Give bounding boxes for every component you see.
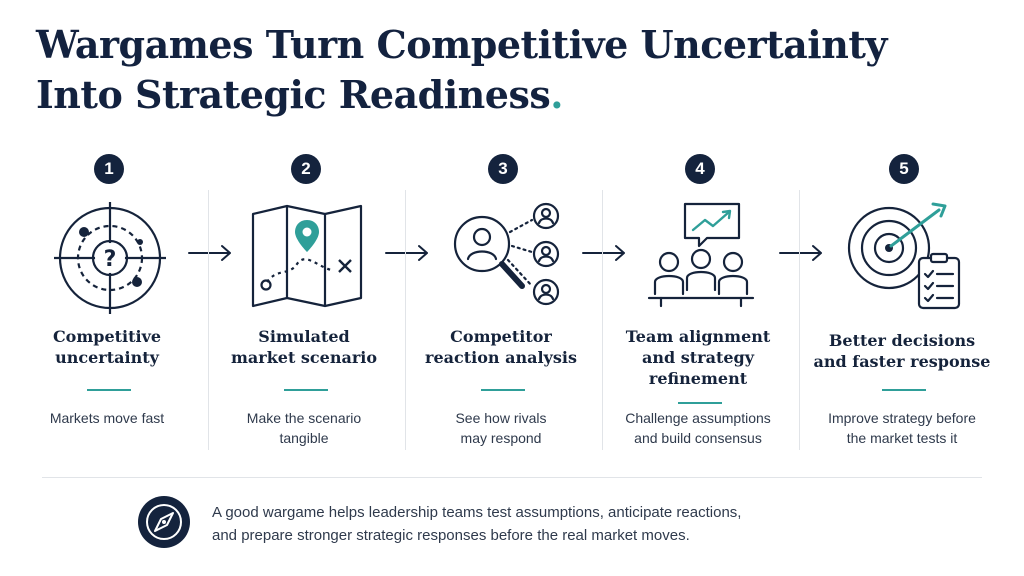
step-description: Challenge assumptions and build consensu…	[601, 408, 795, 448]
step-heading-line: Simulated	[258, 327, 350, 346]
step-number-badge: 1	[94, 154, 124, 184]
title-line-2-text: Into Strategic Readiness	[36, 72, 551, 117]
step-description-line: Markets move fast	[49, 410, 165, 426]
footer-divider	[42, 477, 982, 478]
step-heading-line: reaction analysis	[425, 348, 577, 367]
column-divider	[602, 190, 603, 450]
step-heading: Team alignment and strategy refinement	[601, 326, 795, 389]
step-description-line: Improve strategy before	[828, 410, 976, 426]
page-title: Wargames Turn Competitive Uncertainty In…	[36, 20, 986, 120]
column-divider	[405, 190, 406, 450]
step-divider	[882, 389, 926, 391]
step-heading-line: and faster response	[813, 352, 991, 371]
step-number-badge: 4	[685, 154, 715, 184]
step-number-badge: 5	[889, 154, 919, 184]
step-5: 5 Better decisions and faster response	[805, 152, 999, 452]
step-2: 2 Simulated market scenario Make the sce…	[207, 152, 401, 452]
magnifier-people-icon	[453, 202, 560, 306]
radar-question-icon: ?	[54, 202, 166, 314]
step-divider	[284, 389, 328, 391]
team-meeting-icon	[647, 202, 755, 308]
step-number-badge: 3	[488, 154, 518, 184]
step-4: 4 Team alignment and strategy refinement	[601, 152, 795, 452]
column-divider	[208, 190, 209, 450]
step-description-line: tangible	[279, 430, 329, 446]
title-line-2: Into Strategic Readiness.	[36, 70, 986, 120]
step-heading-line: refinement	[648, 369, 748, 388]
step-1: 1 ? Competitive uncertainty Markets move…	[10, 152, 204, 452]
column-divider	[799, 190, 800, 450]
step-3: 3 Competitor re	[404, 152, 598, 452]
step-heading-line: and strategy	[641, 348, 754, 367]
step-heading-line: Competitive	[52, 327, 162, 346]
target-checklist-icon	[847, 202, 961, 310]
step-heading: Competitive uncertainty	[10, 326, 204, 368]
step-heading: Simulated market scenario	[207, 326, 401, 368]
title-line-1: Wargames Turn Competitive Uncertainty	[36, 22, 888, 67]
step-description: Markets move fast	[10, 408, 204, 428]
step-number-badge: 2	[291, 154, 321, 184]
step-description: See how rivals may respond	[404, 408, 598, 448]
map-icon	[251, 204, 363, 308]
step-heading-line: Better decisions	[828, 331, 976, 350]
footer-line-2: and prepare stronger strategic responses…	[212, 527, 690, 544]
arrow-right-icon	[582, 245, 625, 261]
arrow-right-icon	[385, 245, 428, 261]
step-description-line: and build consensus	[634, 430, 762, 446]
step-description-line: Challenge assumptions	[625, 410, 771, 426]
step-description-line: Make the scenario	[246, 410, 362, 426]
step-heading-line: Competitor	[450, 327, 552, 346]
step-description-line: the market tests it	[846, 430, 958, 446]
arrow-right-icon	[779, 245, 822, 261]
svg-text:?: ?	[104, 247, 117, 272]
step-description: Make the scenario tangible	[207, 408, 401, 448]
step-heading-line: market scenario	[230, 348, 378, 367]
step-description: Improve strategy before the market tests…	[805, 408, 999, 448]
footer-line-1: A good wargame helps leadership teams te…	[212, 504, 742, 521]
step-heading: Better decisions and faster response	[805, 330, 999, 372]
footer-text: A good wargame helps leadership teams te…	[212, 501, 812, 547]
step-divider	[87, 389, 131, 391]
step-divider	[678, 402, 722, 404]
step-heading-line: Team alignment	[625, 327, 771, 346]
step-description-line: may respond	[460, 430, 542, 446]
step-heading: Competitor reaction analysis	[404, 326, 598, 368]
step-heading-line: uncertainty	[55, 348, 159, 367]
step-divider	[481, 389, 525, 391]
title-accent-dot: .	[550, 72, 563, 117]
process-steps: 1 ? Competitive uncertainty Markets move…	[10, 152, 1010, 457]
arrow-right-icon	[188, 245, 231, 261]
step-description-line: See how rivals	[455, 410, 547, 426]
compass-icon	[138, 496, 190, 548]
